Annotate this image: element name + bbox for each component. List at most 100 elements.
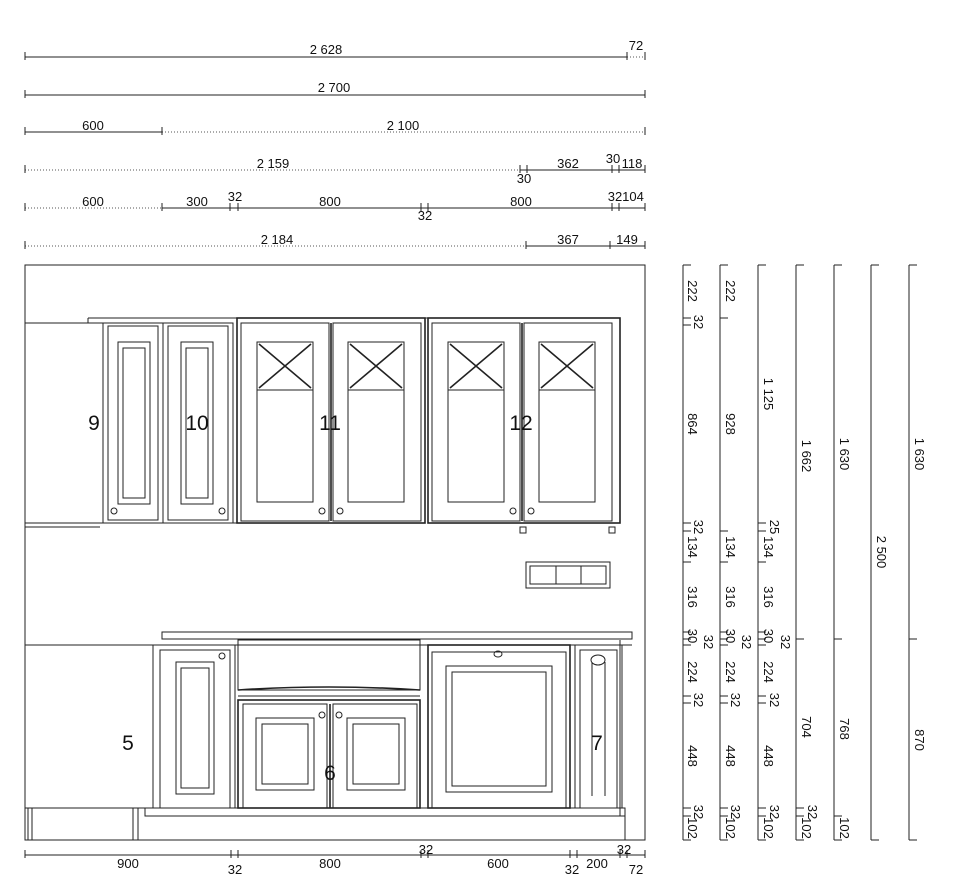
top-dimensions: 2 628 72 2 700 600 2 100 [24, 38, 646, 249]
dim-label: 32 [691, 315, 706, 329]
dim-label: 32 [778, 635, 793, 649]
dim-label: 1 125 [761, 378, 776, 411]
dim-label: 32 [565, 862, 579, 877]
vdim-col-6: 2 500 [870, 264, 889, 841]
dim-label: 32 [691, 520, 706, 534]
dim-label: 768 [837, 718, 852, 740]
dim-label: 1 630 [912, 438, 927, 471]
dim-label: 30 [723, 629, 738, 643]
cabinet-number: 9 [88, 412, 100, 435]
room-wall-outline [24, 264, 646, 841]
cabinet-6 [237, 639, 421, 809]
cabinet-dishwasher [427, 644, 571, 809]
dim-label: 102 [723, 817, 738, 839]
dim-label: 448 [723, 745, 738, 767]
dim-label: 900 [117, 856, 139, 871]
bottom-dimensions: 900 32 800 32 600 32 200 32 72 [24, 842, 646, 877]
dim-label: 224 [685, 661, 700, 683]
dim-label: 32 [805, 805, 820, 819]
cabinet-number: 12 [509, 412, 532, 435]
dim-label: 118 [622, 156, 643, 171]
dim-row-6: 2 184 367 149 [24, 232, 646, 249]
dim-label: 222 [723, 280, 738, 302]
vertical-dimensions: 222 32 864 32 134 316 30 32 224 32 448 3… [682, 264, 927, 841]
dim-label: 224 [723, 661, 738, 683]
dim-label: 800 [510, 194, 532, 209]
cabinet-12 [427, 317, 621, 534]
vdim-col-7: 1 630 870 [908, 264, 927, 841]
dim-label: 32 [617, 842, 631, 857]
dim-label: 32 [419, 842, 433, 857]
dim-label: 30 [685, 629, 700, 643]
countertop [161, 631, 633, 640]
dim-row-1: 2 628 72 [24, 38, 646, 60]
dim-label: 102 [837, 817, 852, 839]
dim-label: 2 628 [310, 42, 343, 57]
dim-label: 134 [685, 536, 700, 558]
dim-label: 32 [691, 805, 706, 819]
cabinet-number: 6 [324, 762, 336, 785]
dim-label: 30 [761, 629, 776, 643]
dim-label: 104 [622, 189, 644, 204]
dim-label: 200 [586, 856, 608, 871]
plinth [144, 807, 626, 817]
dim-label: 32 [728, 693, 743, 707]
dim-label: 32 [739, 635, 754, 649]
dim-label: 367 [557, 232, 579, 247]
dim-label: 300 [186, 194, 208, 209]
vdim-col-4: 1 662 704 32 102 [795, 264, 820, 841]
dim-label: 72 [629, 862, 643, 877]
dim-label: 25 [767, 520, 782, 534]
dim-label: 2 700 [318, 80, 351, 95]
dim-label: 30 [517, 171, 531, 186]
dim-label: 32 [228, 862, 242, 877]
dim-label: 102 [761, 817, 776, 839]
dim-label: 448 [685, 745, 700, 767]
vdim-col-3: 1 125 25 134 316 30 32 224 32 448 32 102 [757, 264, 793, 841]
dim-label: 32 [228, 189, 242, 204]
dim-label: 1 662 [799, 440, 814, 473]
dim-label: 800 [319, 194, 341, 209]
dim-label: 2 159 [257, 156, 290, 171]
cabinet-number: 10 [185, 412, 208, 435]
dim-row-2: 2 700 [24, 80, 646, 98]
dim-label: 32 [767, 693, 782, 707]
dim-label: 102 [799, 817, 814, 839]
dim-label: 600 [487, 856, 509, 871]
cabinet-11 [236, 317, 426, 524]
dim-label: 134 [723, 536, 738, 558]
dim-label: 134 [761, 536, 776, 558]
dim-label: 864 [685, 413, 700, 435]
dim-row-3: 600 2 100 [24, 118, 646, 135]
vdim-col-2: 222 928 134 316 30 32 224 32 448 32 102 [719, 264, 754, 841]
dim-label: 316 [761, 586, 776, 608]
dim-label: 870 [912, 729, 927, 751]
dim-label: 32 [728, 805, 743, 819]
cabinet-7 [574, 644, 623, 809]
upper-cabinets [24, 317, 621, 589]
dim-label: 102 [685, 817, 700, 839]
dim-label: 30 [606, 151, 620, 166]
cabinet-number: 11 [319, 412, 341, 435]
dim-label: 928 [723, 413, 738, 435]
dim-label: 72 [629, 38, 643, 53]
cabinet-10 [162, 322, 234, 524]
dim-label: 32 [691, 693, 706, 707]
dim-label: 32 [767, 805, 782, 819]
dim-label: 224 [761, 661, 776, 683]
dim-row-4: 2 159 30 362 30 118 [24, 151, 646, 186]
dim-label: 32 [608, 189, 622, 204]
dim-label: 1 630 [837, 438, 852, 471]
cabinet-number-labels: 9 10 11 12 5 6 7 [88, 412, 603, 785]
dim-label: 800 [319, 856, 341, 871]
dim-label: 2 100 [387, 118, 420, 133]
dim-label: 222 [685, 280, 700, 302]
dim-label: 600 [82, 118, 104, 133]
dim-label: 362 [557, 156, 579, 171]
dim-label: 2 184 [261, 232, 294, 247]
dim-label: 600 [82, 194, 104, 209]
vdim-col-1: 222 32 864 32 134 316 30 32 224 32 448 3… [682, 264, 716, 841]
dim-label: 2 500 [874, 536, 889, 569]
cabinet-number: 5 [122, 732, 134, 755]
